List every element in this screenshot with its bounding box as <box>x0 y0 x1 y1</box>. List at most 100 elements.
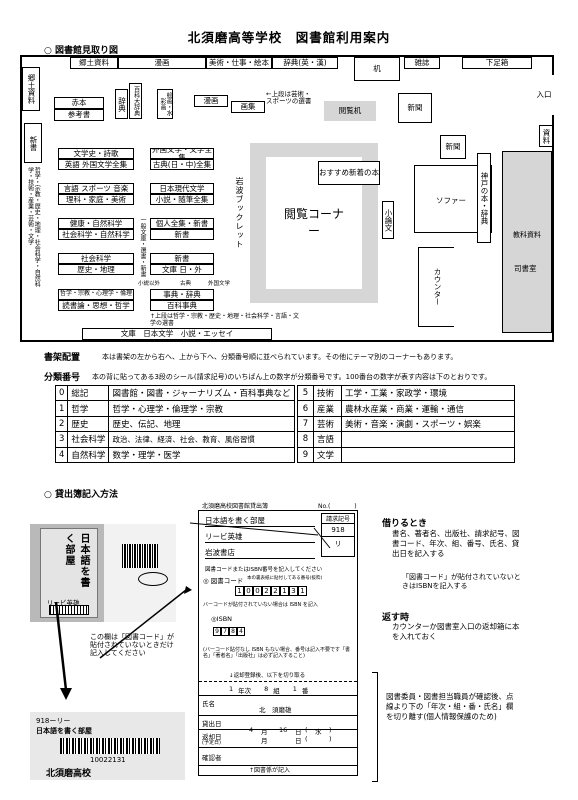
small-note-2: 古典 <box>180 281 192 287</box>
form-isbn-digits: 9 7 8 4 <box>213 627 245 636</box>
loan-dow: 水 <box>315 728 322 736</box>
borrow-heading: 借りるとき <box>382 519 428 529</box>
staff-text: 図書委員・図書担当職員が確認後、点線より下の「年次・組・番・氏名」欄を切り離す(… <box>386 692 514 722</box>
isbn-digit: 4 <box>237 627 245 636</box>
bunko-shelf: 文庫 日本文学 小説・エッセイ <box>82 328 272 340</box>
month-label-2: 月 <box>261 737 268 745</box>
call-box-label: 請求記号 <box>322 514 354 524</box>
dow-open-1: ( <box>305 726 308 734</box>
form-pub-line: 岩波書店 <box>205 547 315 559</box>
shoe-box: 下足箱 <box>462 57 532 69</box>
small-note-1: 小説以外 <box>138 281 161 287</box>
num-value: 1 <box>292 685 297 693</box>
form-author-line: リービ英雄 <box>205 531 315 543</box>
upper-shelf-note: ←上段は芸術・スポーツの選書 <box>266 90 312 106</box>
textbook-materials: 教科資料 <box>502 151 552 333</box>
label-barcode-num: 10022131 <box>90 756 126 764</box>
librarian-room: 司書室 <box>514 264 537 273</box>
shelf-kaiga: 絵画・水彩画 <box>157 89 173 119</box>
dow-close-1: ) <box>329 726 332 734</box>
book-cover: 日本語を書く部屋 リービ英雄 <box>40 528 98 618</box>
shelf-l1b: 英語 外国文学全集 <box>58 159 134 170</box>
code-digit: 0 <box>253 586 262 596</box>
shelf-kyodo-top: 郷土資料 <box>70 57 118 69</box>
call-sub: リ <box>334 540 342 548</box>
shelf-m5a: 事典・辞典 <box>150 289 214 300</box>
floor-map: 郷土資料 漫画 美術・仕事・絵本 辞典(英・漢) 机 雑誌 下足箱 入口 郷土資… <box>20 55 554 342</box>
shelf-m5b: 百科事典 <box>150 300 214 311</box>
shelf-l2a: 言語 スポーツ 音楽 <box>58 183 134 194</box>
form-rows: 氏名 北 須磨雄 貸出日 返却日 (予定日) 4 月 16 日 ( 水 ) 月 … <box>199 695 357 766</box>
class-label: 組 <box>273 687 280 695</box>
form-barcode-note: バーコードが貼付されていない場合は ISBN を記入 <box>203 602 318 608</box>
label-barcode <box>60 738 160 754</box>
shelf-gashu: 画集 <box>231 101 265 113</box>
shelf-sankosho: 参考書 <box>54 109 104 121</box>
form-no: No.( ) <box>318 503 357 510</box>
month-label-1: 月 <box>261 728 268 736</box>
code-digit: 2 <box>262 586 271 596</box>
form-code-sub: 本の裏表紙に貼付してある番号(抜粋) <box>247 576 323 581</box>
shelf-l4b: 歴史・地理 <box>58 264 134 275</box>
loan-form: 日本語を書く部屋 リービ英雄 岩波書店 請求記号 918 リ 図書コードまたはI… <box>198 510 358 776</box>
day-label-2: 日 <box>295 737 302 745</box>
loan-day: 16 <box>279 726 288 734</box>
sofa-outline <box>414 165 492 233</box>
isbn-digit: 8 <box>229 627 237 636</box>
isbn-digit: 9 <box>213 627 221 636</box>
shelf-manga-top: 漫画 <box>118 57 206 69</box>
borrow-sub: 「図書コード」が貼付されていないときはISBNを記入する <box>402 573 521 591</box>
staff-bracket <box>372 672 378 782</box>
recommended-new-books: おすすめ新着の本 <box>318 161 380 185</box>
classification-label: 分類番号 <box>44 373 81 383</box>
page-title: 北須磨高等学校 図書館利用案内 <box>187 30 391 45</box>
borrow-text: 書名、著者名、出版社、請求記号、図書コード、年次、組、番号、氏名、貸出日を記入す… <box>392 529 520 559</box>
shelf-l4a: 社会科学 <box>58 253 134 264</box>
shelf-l3b: 社会科学・自然科学 <box>58 229 134 240</box>
sofa: ソファー <box>434 177 468 225</box>
reading-desk: 閲覧机 <box>324 101 376 121</box>
form-header: 北須磨高校図書館貸出簿 <box>202 503 269 510</box>
shelf-m1a: 外国文学・文学全集 <box>150 148 214 159</box>
shelf-m4b: 文庫 日・外 <box>150 264 214 275</box>
code-digit: 2 <box>271 586 280 596</box>
grade-value: 1 <box>229 685 234 693</box>
shelf-l5b: 読書論・思想・哲学 <box>58 300 134 311</box>
name-label: 氏名 <box>202 700 215 708</box>
shelf-l1a: 文学史・詩歌 <box>58 148 134 159</box>
entrance: 入口 <box>534 75 554 115</box>
code-digit: 1 <box>298 586 307 596</box>
counter-outline <box>418 247 454 327</box>
dow-close-2: ) <box>329 735 332 743</box>
book-photo: 日本語を書く部屋 リービ英雄 <box>30 524 176 622</box>
form-isbn-note: (バーコード貼付なし ISBN もない場合、番号は記入不要です「書名」「著者名」… <box>203 647 350 659</box>
newspaper-1: 新聞 <box>398 93 432 123</box>
shelf-shinsho: 新書 <box>24 123 42 163</box>
shelf-m2b: 小説・随筆全集 <box>150 194 214 205</box>
shelf-kyodo-left: 郷土資料 <box>22 67 40 111</box>
arrangement-text: 本は書架の左から右へ、上から下へ、分類番号順に並べられています。その他にテーマ別… <box>102 353 458 361</box>
shelf-akahon: 赤本 <box>54 97 104 109</box>
loan-date-label: 貸出日 <box>202 720 222 728</box>
book-barcode-sticker <box>49 605 89 615</box>
name-value: 北 須磨雄 <box>259 706 292 714</box>
book-back <box>104 524 176 622</box>
call-num: 918 <box>322 524 354 537</box>
label-photo: 918ーリー 日本語を書く部屋 10022131 北須磨高校 <box>30 712 185 780</box>
return-heading: 返す時 <box>382 613 410 623</box>
form-return-note: ↓返却登録後、以下を切り取る <box>229 673 306 679</box>
confirm-label: 確認者 <box>202 754 222 762</box>
kobe-books: 神戸の本・辞典 <box>477 153 491 243</box>
shelf-art-top: 美術・仕事・絵本 <box>206 57 272 69</box>
essay-shelf: 小論文 <box>382 201 394 239</box>
form-code-label: ◎ 図書コード <box>203 577 244 585</box>
